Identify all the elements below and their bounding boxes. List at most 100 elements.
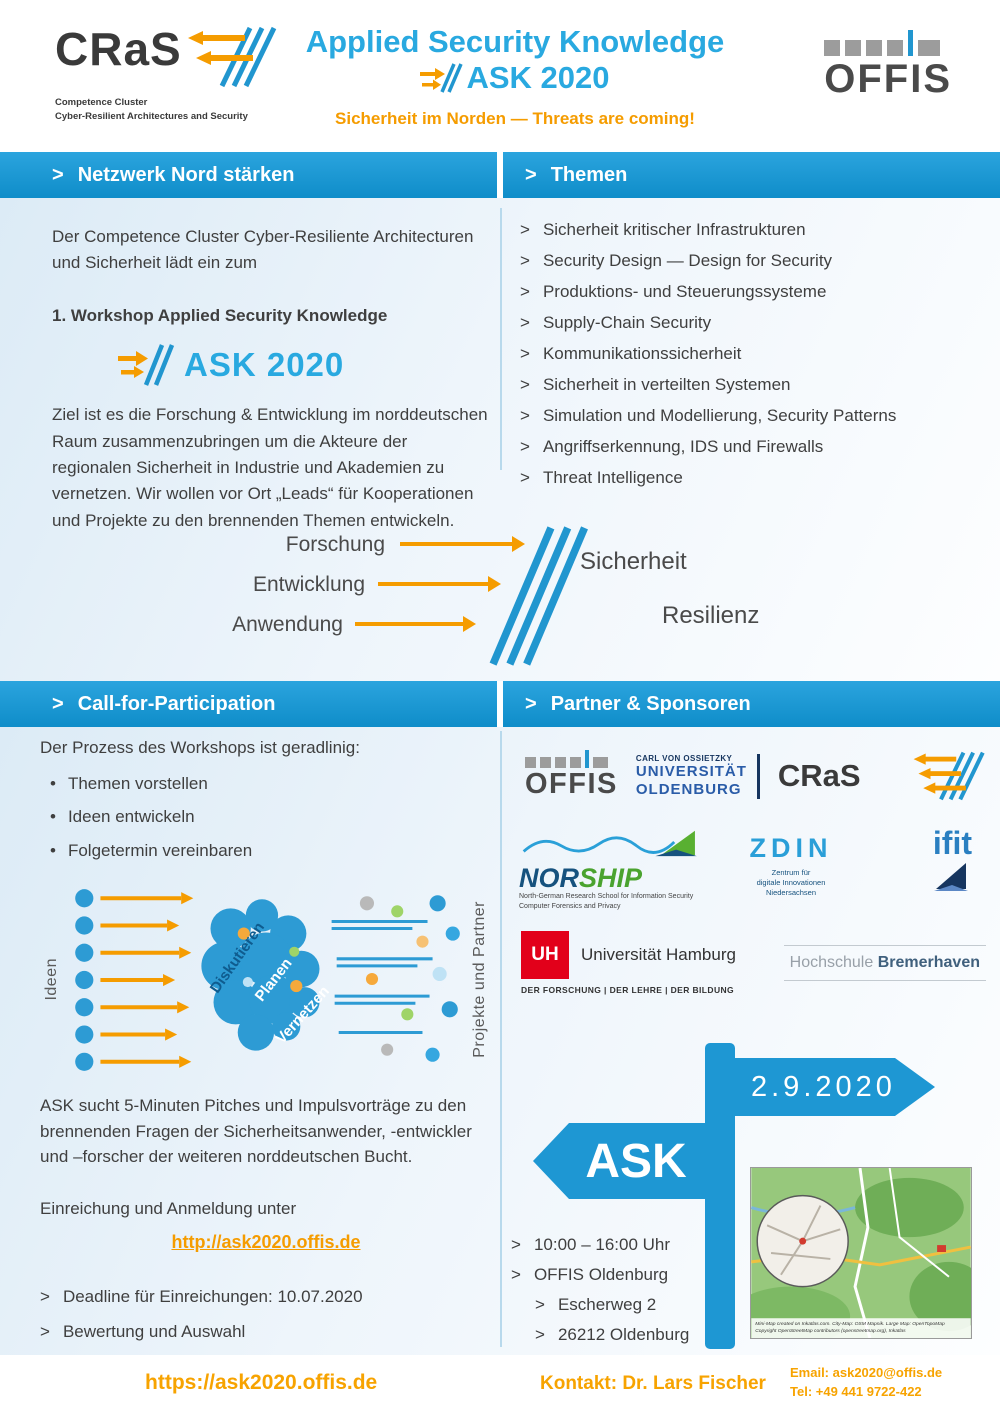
uhh-logo: UH Universität Hamburg DER FORSCHUNG | D… [521,931,736,995]
flow-arrow-icon [400,536,525,552]
cras-partner-wordmark: CRaS [777,758,861,793]
offis-wordmark: OFFIS [525,768,618,801]
section-header-partner: > Partner & Sponsoren [503,681,1000,727]
map-caption-line2: Copyright OpenStreetMap contributors (op… [755,1328,906,1334]
zdin-caption: Zentrum für digitale Innovationen Nieder… [737,868,845,898]
ifit-sail-icon [934,863,968,891]
norship-wordmark: NORSHIP [519,864,717,892]
norship-caption-line1: North-German Research School for Informa… [519,893,694,901]
section-header-netzwerk: > Netzwerk Nord stärken [0,152,497,198]
footer-email[interactable]: Email: ask2020@offis.de [790,1365,943,1380]
timeline-item: >Deadline für Einreichungen: 10.07.2020 [40,1284,492,1310]
cfp-submission-label: Einreichung und Anmeldung unter [40,1198,297,1218]
footer-phone: Tel: +49 441 9722-422 [790,1383,922,1399]
workshop-title: 1. Workshop Applied Security Knowledge [52,305,388,325]
footer-contact: Kontakt: Dr. Lars Fischer [540,1373,766,1394]
cras-logo-top: CRaS [55,26,278,88]
section-title-netzwerk: Netzwerk Nord stärken [77,163,295,186]
detail-time: >10:00 – 16:00 Uhr [511,1235,689,1255]
poster-title-block: Applied Security Knowledge ASK 2020 Sich… [255,24,775,129]
chevron-icon: > [535,1295,545,1314]
uhh-logo-row: UH Universität Hamburg [521,931,736,980]
chevron-icon: > [52,163,64,186]
norship-ship: SHIP [579,863,643,893]
timeline-label: Deadline für Einreichungen: 10.07.2020 [62,1287,363,1306]
cfp-bullet-label: Themen vorstellen [67,773,208,793]
uol-line1: CARL VON OSSIETZKY [635,753,733,763]
timeline-label: Bewertung und Auswahl [62,1321,246,1341]
cras-logo: CRaS Competence Cluster Cyber-Resilient … [55,26,278,125]
topic-label: Sicherheit in verteilten Systemen [542,375,791,394]
chevron-icon: > [520,220,530,239]
poster-footer: https://ask2020.offis.de Kontakt: Dr. La… [0,1355,1000,1414]
content-row-1: Der Competence Cluster Cyber-Resiliente … [0,198,1000,681]
detail-venue: >OFFIS Oldenburg [511,1265,689,1285]
detail-label: OFFIS Oldenburg [533,1265,669,1284]
section-header-cfp: > Call-for-Participation [0,681,497,727]
cfp-bullet-item: •Themen vorstellen [40,771,492,797]
section-title-cfp: Call-for-Participation [77,692,276,715]
submission-link[interactable]: http://ask2020.offis.de [171,1232,361,1252]
themen-list: > Sicherheit kritischer Infrastrukturen >… [520,220,990,499]
topic-item: > Sicherheit in verteilten Systemen [520,375,990,395]
section-title-themen: Themen [550,163,628,186]
bremerhaven-word2: Bremerhaven [877,954,980,972]
chevron-icon: > [40,1321,50,1341]
uhh-name: Universität Hamburg [581,945,736,965]
norship-caption-line2: Computer Forensics and Privacy [519,902,621,910]
flow-input-anwendung: Anwendung [232,613,343,636]
bullet-icon: • [50,840,56,860]
section-title-partner: Partner & Sponsoren [550,692,751,715]
poster-header: CRaS Competence Cluster Cyber-Resilient … [0,0,1000,152]
partner-logo-row-1: OFFIS CARL VON OSSIETZKY UNIVERSITÄT OLD… [503,727,1000,805]
topic-label: Security Design — Design for Security [542,251,833,270]
topic-label: Supply-Chain Security [542,313,712,332]
chevron-icon: > [525,163,537,186]
chevron-icon: > [520,313,530,332]
process-diagram: Ideen [40,873,492,1085]
offis-wordmark: OFFIS [824,57,952,101]
topic-item: >Simulation und Modellierung, Security P… [520,406,990,426]
flow-arrow-icon [355,616,476,632]
ask2020-logo: ASK 2020 [118,339,488,390]
detail-label: 26212 Oldenburg [557,1325,690,1344]
norship-logo: NORSHIP North-German Research School for… [519,827,717,911]
cras-subtitle-line2: Cyber-Resilient Architectures and Securi… [55,111,248,123]
offis-logo: OFFIS [824,30,952,102]
flow-output-sicherheit: Sicherheit [580,548,687,575]
partners-column: OFFIS CARL VON OSSIETZKY UNIVERSITÄT OLD… [503,727,1000,1355]
zdin-wordmark: ZDIN [749,833,833,863]
flow-input-forschung: Forschung [285,533,385,556]
netzwerk-intro: Der Competence Cluster Cyber-Resiliente … [52,227,474,273]
bremerhaven-word1: Hochschule [789,954,874,972]
uhh-motto: DER FORSCHUNG | DER LEHRE | DER BILDUNG [521,985,735,996]
footer-website-link[interactable]: https://ask2020.offis.de [145,1371,378,1394]
map-caption-line1: Mini-Map created on Inkatlas.com. City-M… [755,1321,945,1327]
signpost-ask-arrow: ASK [533,1123,713,1199]
flow-arrow-icon [378,576,501,592]
poster-tagline: Sicherheit im Norden — Threats are comin… [335,108,695,128]
topic-label: Threat Intelligence [542,468,683,487]
norship-nor: NOR [519,863,579,893]
cfp-bullet-label: Ideen entwickeln [67,807,195,826]
chevron-icon: > [520,437,530,456]
diagram-right-label: Projekte und Partner [471,900,488,1058]
cfp-bullet-item: • Folgetermin vereinbaren [40,838,492,864]
flow-diagram: Forschung Entwicklung Anwendung Sicherhe… [150,526,890,678]
topic-item: >Angriffserkennung, IDS und Firewalls [520,437,990,457]
detail-label: 10:00 – 16:00 Uhr [533,1235,671,1254]
topic-label: Sicherheit kritischer Infrastrukturen [542,220,806,239]
chevron-icon: > [520,282,530,301]
topic-label: Simulation und Modellierung, Security Pa… [542,406,897,425]
partner-logo-row-2: NORSHIP North-German Research School for… [503,805,1000,911]
chevron-icon: > [520,375,530,394]
zdin-caption-line1: Zentrum für [771,868,811,877]
flow-output-resilienz: Resilienz [662,602,760,629]
section-header-themen: > Themen [503,152,1000,198]
netzwerk-body: Ziel ist es die Forschung & Entwicklung … [52,405,488,530]
signpost-date-arrow: 2.9.2020 [735,1058,935,1116]
cfp-column: Der Prozess des Workshops ist geradlinig… [40,735,492,1388]
cfp-bullet-label: Folgetermin vereinbaren [67,840,253,860]
detail-city: >26212 Oldenburg [535,1325,689,1345]
